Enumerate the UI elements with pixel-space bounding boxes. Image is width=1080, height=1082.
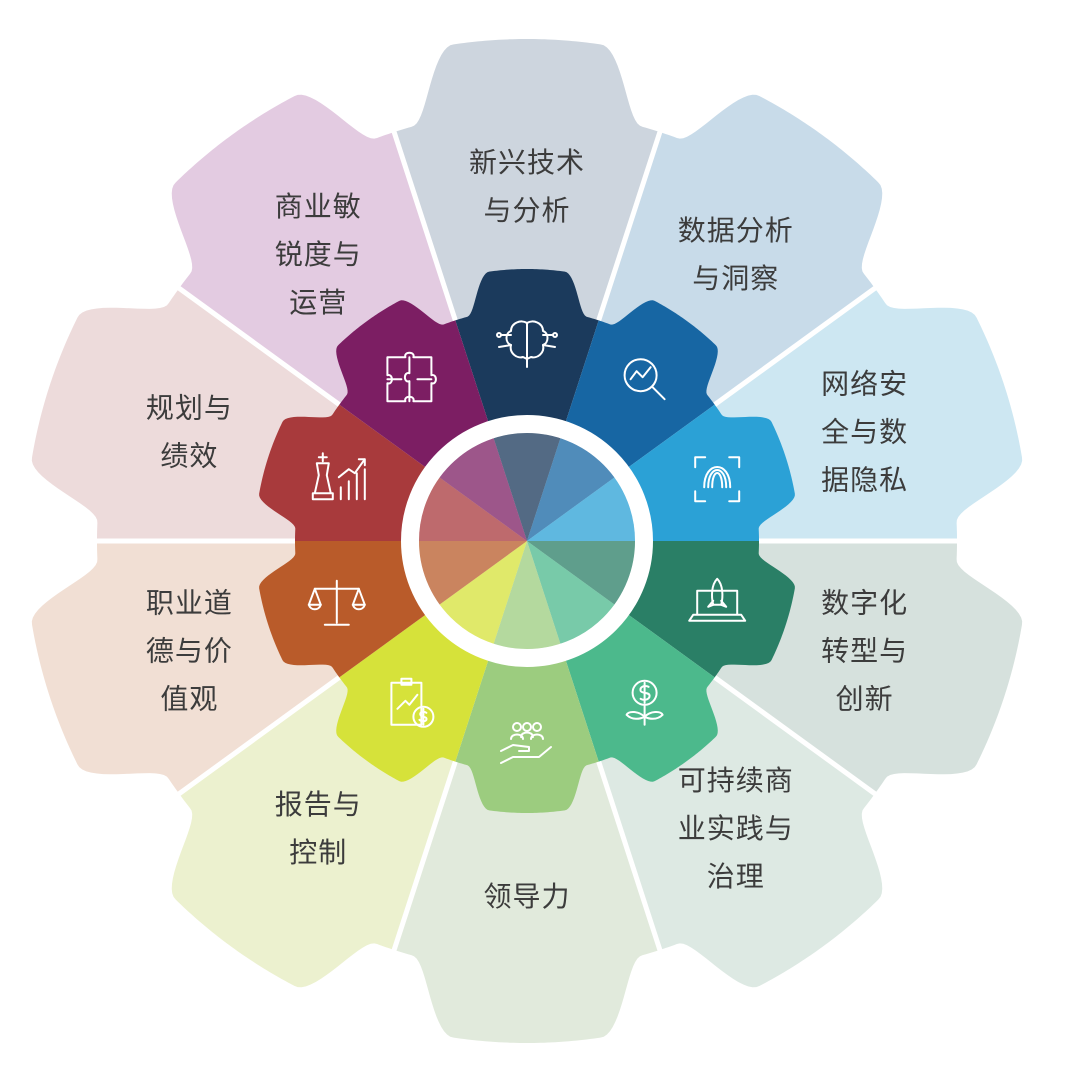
label-line: 锐度与 bbox=[275, 238, 362, 271]
hub-ring bbox=[401, 415, 653, 667]
hub-segment-reporting-control bbox=[439, 541, 527, 644]
segment-icons bbox=[307, 320, 747, 764]
label-line: 控制 bbox=[289, 836, 347, 869]
label-line: 治理 bbox=[707, 860, 765, 893]
inner-segment-sustainability bbox=[527, 541, 718, 782]
label-line: 数字化 bbox=[821, 587, 908, 620]
label-line: 商业敏 bbox=[275, 190, 362, 223]
label-line: 德与价 bbox=[146, 635, 233, 668]
inner-segment-data-analytics bbox=[527, 300, 718, 541]
hub-segment-ethics bbox=[419, 541, 527, 605]
inner-gear bbox=[259, 269, 795, 813]
inner-segment-business-acumen bbox=[336, 300, 527, 541]
hub-core bbox=[419, 433, 635, 649]
dollar-plant-icon bbox=[625, 679, 664, 726]
label-line: 运营 bbox=[289, 286, 347, 319]
hub-segment-cybersecurity bbox=[527, 477, 635, 541]
label-line: 新兴技术 bbox=[469, 146, 585, 179]
magnifier-chart-icon bbox=[623, 358, 666, 401]
scales-icon bbox=[307, 579, 366, 626]
clipboard-dollar-icon bbox=[390, 677, 435, 728]
hub-segment-business-acumen bbox=[439, 438, 527, 541]
label-line: 值观 bbox=[160, 683, 218, 716]
center-hub bbox=[401, 415, 653, 667]
label-line: 与洞察 bbox=[692, 262, 779, 295]
label-line: 全与数 bbox=[821, 415, 908, 448]
inner-segment-planning bbox=[259, 404, 527, 541]
rocket-laptop-icon bbox=[688, 577, 747, 622]
inner-segment-cybersecurity bbox=[527, 404, 795, 541]
inner-segment-leadership bbox=[455, 541, 599, 813]
label-line: 职业道 bbox=[146, 587, 233, 620]
segment-labels: 新兴技术与分析数据分析与洞察网络安全与数据隐私数字化转型与创新可持续商业实践与治… bbox=[146, 146, 908, 913]
label-line: 报告与 bbox=[275, 788, 362, 821]
label-line: 与分析 bbox=[483, 194, 570, 227]
label-line: 绩效 bbox=[160, 439, 218, 472]
inner-segment-ethics bbox=[259, 541, 527, 678]
label-line: 网络安 bbox=[821, 367, 908, 400]
label-line: 领导力 bbox=[483, 880, 570, 913]
label-line: 业实践与 bbox=[678, 812, 794, 845]
inner-segment-digital-transformation bbox=[527, 541, 795, 678]
label-line: 数据分析 bbox=[678, 214, 794, 247]
puzzle-icon bbox=[386, 351, 437, 403]
hub-segment-planning bbox=[419, 477, 527, 541]
hub-segment-leadership bbox=[493, 541, 561, 649]
inner-segment-reporting-control bbox=[336, 541, 527, 782]
label-leadership: 领导力 bbox=[483, 880, 570, 913]
label-line: 据隐私 bbox=[821, 463, 908, 496]
people-hand-icon bbox=[500, 722, 552, 764]
label-line: 可持续商 bbox=[678, 764, 794, 797]
chess-chart-icon bbox=[311, 452, 366, 501]
hub-segment-emerging-tech bbox=[493, 433, 561, 541]
fingerprint-icon bbox=[694, 456, 741, 503]
brain-circuit-icon bbox=[496, 320, 558, 368]
label-line: 转型与 bbox=[821, 635, 908, 668]
label-line: 规划与 bbox=[146, 391, 233, 424]
inner-segment-emerging-tech bbox=[455, 269, 599, 541]
label-line: 创新 bbox=[836, 683, 894, 716]
hub-segment-sustainability bbox=[527, 541, 615, 644]
hub-segment-data-analytics bbox=[527, 438, 615, 541]
hub-segment-digital-transformation bbox=[527, 541, 635, 605]
